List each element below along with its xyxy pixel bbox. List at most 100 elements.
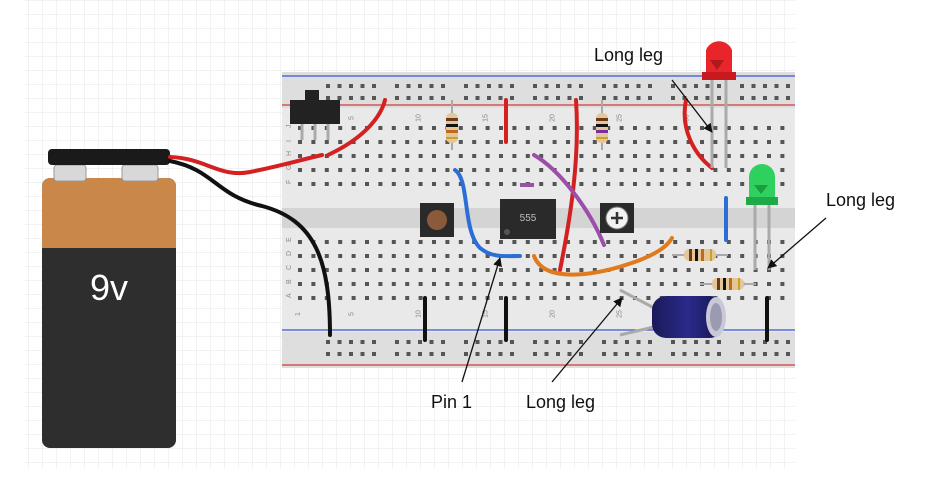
bottom-power-rail (282, 332, 795, 368)
breadboard-hole (525, 254, 530, 258)
breadboard-hole (338, 240, 343, 244)
breadboard-hole (418, 140, 423, 144)
breadboard-hole (552, 240, 557, 244)
battery-black-wire (168, 159, 332, 337)
breadboard-hole (432, 168, 436, 172)
breadboard-hole (686, 126, 691, 130)
arrow-long-leg-bottom (551, 297, 623, 383)
breadboard-hole (686, 140, 691, 144)
breadboard-hole (686, 240, 691, 244)
breadboard-hole (324, 240, 329, 244)
breadboard-hole (391, 154, 396, 158)
breadboard-hole (579, 268, 584, 272)
breadboard-hole (740, 340, 744, 344)
breadboard-hole (613, 352, 618, 356)
breadboard-hole (780, 268, 785, 272)
breadboard-hole (512, 154, 517, 158)
breadboard-hole (326, 96, 330, 100)
breadboard-hole (458, 140, 463, 144)
breadboard-hole (740, 268, 745, 272)
column-number: 20 (550, 114, 557, 122)
breadboard-hole (510, 352, 514, 356)
breadboard-hole (713, 182, 718, 186)
breadboard-hole (472, 254, 477, 258)
breadboard-hole (625, 340, 629, 344)
row-letter: B (286, 279, 293, 284)
breadboard-hole (464, 340, 468, 344)
arrow-pin1 (461, 257, 502, 383)
breadboard-hole (472, 296, 477, 300)
breadboard-hole (445, 296, 450, 300)
breadboard-hole (700, 126, 704, 130)
breadboard-hole (686, 282, 691, 286)
breadboard-hole (606, 282, 611, 286)
breadboard-hole (499, 168, 503, 172)
breadboard-hole (659, 268, 664, 272)
breadboard-hole (324, 182, 329, 186)
breadboard-hole (579, 352, 583, 356)
breadboard-hole (579, 254, 584, 258)
breadboard-hole (579, 240, 584, 244)
breadboard-hole (365, 296, 369, 300)
breadboard-hole (405, 268, 410, 272)
breadboard-hole (324, 268, 329, 272)
breadboard-hole (472, 140, 477, 144)
breadboard-hole (458, 240, 463, 244)
row-letter: F (286, 180, 293, 184)
breadboard-hole (445, 182, 450, 186)
breadboard-hole (774, 340, 779, 344)
breadboard-hole (405, 182, 410, 186)
breadboard-hole (602, 96, 606, 100)
breadboard-hole (780, 140, 785, 144)
breadboard-hole (566, 268, 570, 272)
wire-blue (453, 168, 522, 259)
breadboard-hole (566, 154, 570, 158)
breadboard-hole (485, 168, 490, 172)
breadboard-hole (391, 182, 396, 186)
breadboard-hole (780, 154, 785, 158)
breadboard-hole (458, 254, 463, 258)
breadboard-hole (763, 84, 767, 88)
breadboard-hole (740, 154, 745, 158)
breadboard-hole (405, 140, 410, 144)
breadboard-hole (406, 352, 411, 356)
breadboard-hole (625, 96, 629, 100)
breadboard-hole (592, 240, 597, 244)
breadboard-hole (606, 154, 611, 158)
breadboard-hole (485, 282, 490, 286)
breadboard-hole (378, 168, 383, 172)
breadboard-hole (717, 352, 721, 356)
breadboard-hole (579, 168, 584, 172)
breadboard-hole (498, 352, 503, 356)
resistor-4 (700, 278, 756, 290)
breadboard-hole (786, 84, 790, 88)
wire-purple (532, 153, 606, 247)
breadboard-hole (700, 168, 704, 172)
breadboard-hole (633, 254, 637, 258)
breadboard-hole (592, 296, 597, 300)
breadboard-hole (445, 168, 450, 172)
breadboard-hole (391, 282, 396, 286)
breadboard-hole (700, 140, 704, 144)
breadboard-hole (485, 182, 490, 186)
breadboard-hole (311, 126, 316, 130)
breadboard-hole (512, 126, 517, 130)
breadboard-hole (671, 84, 675, 88)
breadboard-hole (740, 168, 745, 172)
breadboard-hole (365, 140, 369, 144)
breadboard-hole (372, 352, 376, 356)
breadboard-hole (556, 352, 560, 356)
breadboard-hole (705, 340, 710, 344)
breadboard-hole (498, 340, 503, 344)
breadboard-hole (311, 282, 316, 286)
breadboard-hole (767, 154, 771, 158)
breadboard-hole (602, 84, 606, 88)
breadboard-hole (458, 282, 463, 286)
breadboard-hole (533, 84, 537, 88)
breadboard-hole (673, 182, 678, 186)
breadboard-hole (464, 84, 468, 88)
breadboard-hole (458, 154, 463, 158)
breadboard-hole (510, 84, 514, 88)
ic-555: 555 (500, 199, 556, 239)
